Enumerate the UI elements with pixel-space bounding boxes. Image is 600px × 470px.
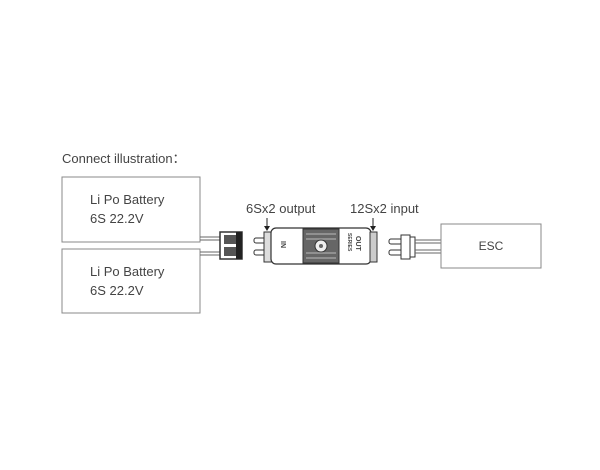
battery-2-spec: 6S 22.2V	[90, 283, 144, 298]
diagram-title: Connect illustration：	[62, 151, 186, 166]
out-marking: OUT	[354, 236, 361, 252]
battery-2: Li Po Battery 6S 22.2V	[61, 248, 201, 314]
battery-1: Li Po Battery 6S 22.2V	[61, 176, 201, 243]
input-arrow-icon	[370, 218, 376, 231]
series-module: IN SERIES OUT	[253, 227, 378, 265]
output-label: 6Sx2 output	[246, 201, 316, 216]
in-marking: IN	[279, 241, 286, 248]
esc-connector	[388, 234, 416, 260]
battery-wires	[200, 236, 220, 256]
output-arrow-icon	[264, 218, 270, 231]
series-marking: SERIES	[346, 233, 352, 252]
battery-2-name: Li Po Battery	[90, 264, 165, 279]
battery-1-name: Li Po Battery	[90, 192, 165, 207]
esc-label: ESC	[479, 239, 504, 253]
esc-wires	[415, 239, 441, 254]
esc-box: ESC	[440, 223, 542, 269]
battery-connector	[219, 231, 243, 260]
input-label: 12Sx2 input	[350, 201, 419, 216]
battery-1-spec: 6S 22.2V	[90, 211, 144, 226]
